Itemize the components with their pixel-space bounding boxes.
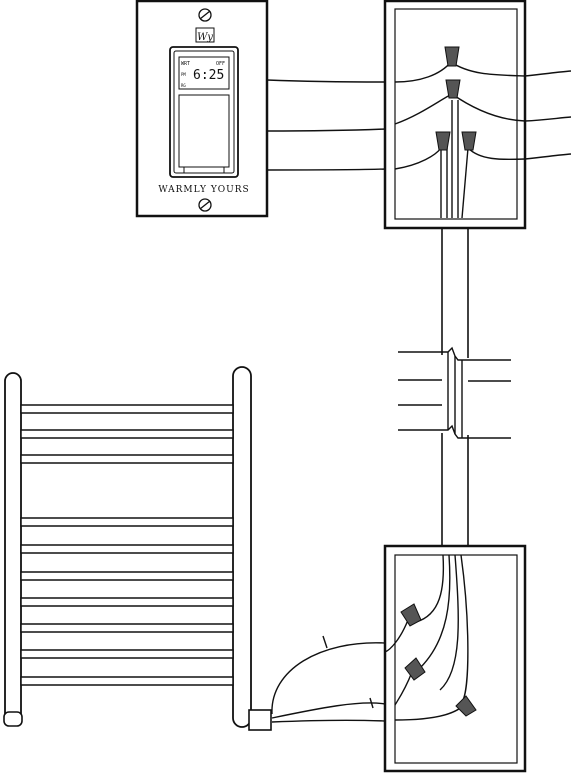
lcd-label-mode: WRT bbox=[181, 61, 190, 67]
towel-rail-connector bbox=[249, 710, 271, 730]
brand-logo-text: Wy bbox=[197, 32, 213, 43]
thermostat-wires bbox=[267, 80, 385, 170]
lcd-label-rg: RG bbox=[181, 83, 186, 88]
upper-junction-box bbox=[385, 1, 525, 228]
screw-icon bbox=[199, 199, 211, 211]
lcd-label-pm: PM bbox=[181, 72, 186, 77]
wire-nut-icon bbox=[445, 47, 459, 66]
thermostat-button-panel bbox=[179, 95, 229, 167]
lcd-time: 6:25 bbox=[193, 68, 224, 83]
screw-icon bbox=[199, 9, 211, 21]
wire-nut-icon bbox=[436, 132, 450, 150]
brand-logo: Wy bbox=[196, 28, 214, 43]
wall-cutaway bbox=[398, 348, 511, 438]
thermostat-plate: Wy WRT OFF PM RG 6:25 WARMLY YOURS bbox=[137, 1, 267, 216]
wire-nut-icon bbox=[446, 80, 460, 98]
thermostat-controller: WRT OFF PM RG 6:25 bbox=[170, 47, 238, 177]
brand-name: WARMLY YOURS bbox=[158, 185, 249, 195]
towel-rail-bars bbox=[21, 405, 233, 685]
wire-nut-icon bbox=[462, 132, 476, 150]
upper-box-exit-wires bbox=[525, 71, 571, 159]
lcd-label-off: OFF bbox=[216, 61, 225, 67]
towel-rail bbox=[4, 367, 271, 730]
towel-rail-cable bbox=[272, 636, 385, 722]
